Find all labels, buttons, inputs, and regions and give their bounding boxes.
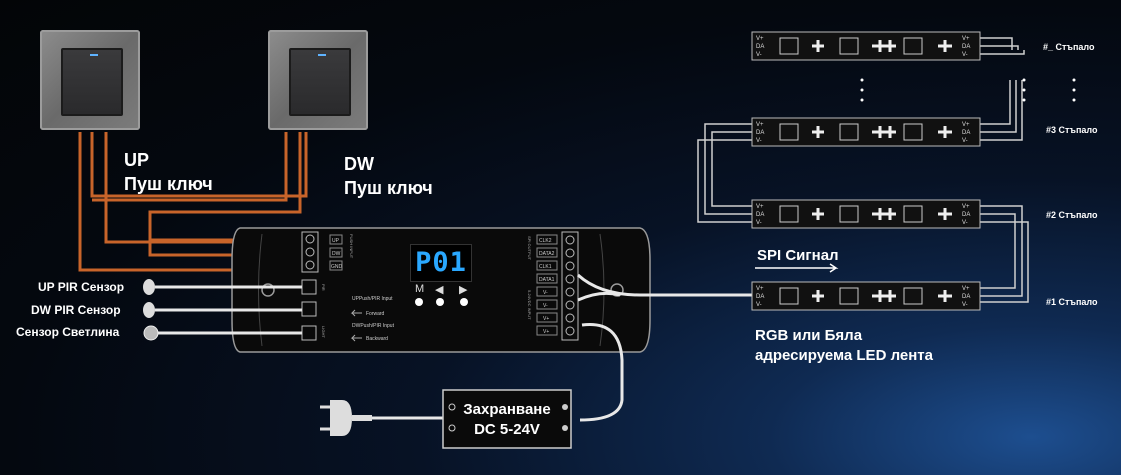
next-button-label: ▶ bbox=[459, 284, 468, 296]
pin-label: V- bbox=[756, 302, 762, 308]
led-strip-label: RGB или Бяла адресируема LED лента bbox=[755, 326, 933, 366]
indicator-led bbox=[90, 54, 98, 56]
controller-note: Backward bbox=[366, 336, 388, 342]
port-label: DATA2 bbox=[539, 251, 555, 257]
pin-label: V- bbox=[756, 138, 762, 144]
port-label: V- bbox=[543, 303, 548, 309]
prev-button[interactable] bbox=[436, 298, 444, 306]
mode-button[interactable] bbox=[415, 298, 423, 306]
next-button[interactable] bbox=[460, 298, 468, 306]
pin-label: DA bbox=[756, 130, 764, 136]
pin-label: V+ bbox=[756, 286, 764, 292]
sensor-label-light: Сензор Светлина bbox=[16, 325, 120, 339]
pin-label: DA bbox=[962, 130, 970, 136]
up-push-switch[interactable] bbox=[40, 30, 140, 130]
spi-signal-label: SPI Сигнал bbox=[757, 247, 839, 264]
step-label-3: #3 Стъпало bbox=[1046, 125, 1098, 135]
up-switch-subtitle: Пуш ключ bbox=[124, 174, 213, 194]
pin-label: V- bbox=[962, 220, 968, 226]
pin-label: DA bbox=[962, 294, 970, 300]
pin-label: V+ bbox=[962, 122, 970, 128]
group-label: PUSH INPUT bbox=[349, 234, 354, 259]
up-switch-label: UP Пуш ключ bbox=[124, 148, 213, 196]
up-switch-title: UP bbox=[124, 150, 150, 170]
controller-buttons bbox=[415, 298, 468, 306]
led-strip-label-line1: RGB или Бяла bbox=[755, 327, 863, 344]
controller-box bbox=[231, 227, 651, 353]
pin-label: V+ bbox=[756, 122, 764, 128]
switch-wires bbox=[78, 132, 316, 272]
mode-button-label: M bbox=[415, 283, 425, 295]
controller-group-labels: PUSH INPUT SPI OUTPUT 5-24VDC INPUT PIR … bbox=[321, 234, 532, 338]
power-supply-title: Захранване bbox=[463, 401, 551, 418]
led-strip-4 bbox=[751, 31, 981, 61]
led-strip-1 bbox=[751, 281, 981, 311]
group-label: LIGHT bbox=[321, 326, 326, 338]
signal-arrow bbox=[755, 263, 839, 273]
port-label: V+ bbox=[543, 316, 549, 322]
pin-label: V+ bbox=[756, 204, 764, 210]
step-label-n: #_ Стъпало bbox=[1043, 42, 1095, 52]
step-label-1: #1 Стъпало bbox=[1046, 297, 1098, 307]
sensor-label-up-pir: UP PIR Сензор bbox=[38, 280, 125, 294]
prev-button-label: ◀ bbox=[435, 284, 444, 296]
step-label-2: #2 Стъпало bbox=[1046, 210, 1098, 220]
pin-label: V+ bbox=[962, 36, 970, 42]
strip-pin-labels: V+ DA V- V+ DA V- V+ DA V- V+ DA V- V+ D… bbox=[756, 36, 970, 308]
controller-note: Forward bbox=[366, 311, 385, 317]
port-label: GND bbox=[331, 264, 343, 270]
sensor-heads bbox=[143, 279, 159, 341]
led-strip-label-line2: адресируема LED лента bbox=[755, 347, 933, 364]
pin-label: V- bbox=[756, 52, 762, 58]
controller-note: DWPush/PIR Input bbox=[352, 323, 395, 329]
dw-switch-label: DW Пуш ключ bbox=[344, 152, 433, 200]
port-label: UP bbox=[332, 238, 340, 244]
ellipsis-dots bbox=[860, 78, 1076, 102]
plug-icon bbox=[320, 400, 372, 436]
led-strip-3 bbox=[751, 117, 981, 147]
power-supply-label: Захранване DC 5-24V bbox=[459, 400, 555, 440]
pin-label: V- bbox=[756, 220, 762, 226]
pin-label: DA bbox=[756, 294, 764, 300]
pin-label: V- bbox=[962, 302, 968, 308]
group-label: SPI OUTPUT bbox=[527, 236, 532, 261]
port-label: CLK2 bbox=[539, 238, 552, 244]
indicator-led bbox=[318, 54, 326, 56]
controller-display: P01 bbox=[410, 244, 472, 282]
controller-port-labels: UP DW GND CLK2 DATA2 CLK1 DATA1 V- V- V+… bbox=[331, 238, 555, 342]
pin-label: V+ bbox=[756, 36, 764, 42]
spi-cable bbox=[576, 273, 752, 302]
pin-label: DA bbox=[962, 44, 970, 50]
led-strip-2 bbox=[751, 199, 981, 229]
sensor-wires bbox=[155, 285, 302, 335]
dw-switch-subtitle: Пуш ключ bbox=[344, 178, 433, 198]
pin-label: V- bbox=[962, 138, 968, 144]
sensor-label-dw-pir: DW PIR Сензор bbox=[31, 303, 121, 317]
switch-rocker bbox=[289, 48, 351, 116]
group-label: 5-24VDC INPUT bbox=[527, 290, 532, 320]
pin-label: DA bbox=[756, 44, 764, 50]
pin-label: V+ bbox=[962, 204, 970, 210]
pin-label: V- bbox=[962, 52, 968, 58]
port-label: V- bbox=[543, 290, 548, 296]
port-label: CLK1 bbox=[539, 264, 552, 270]
power-supply-box bbox=[442, 389, 572, 449]
power-supply-voltage: DC 5-24V bbox=[474, 421, 540, 438]
port-label: V+ bbox=[543, 329, 549, 335]
switch-rocker bbox=[61, 48, 123, 116]
group-label: PIR bbox=[321, 284, 326, 291]
dw-switch-title: DW bbox=[344, 154, 374, 174]
pin-label: DA bbox=[962, 212, 970, 218]
dw-push-switch[interactable] bbox=[268, 30, 368, 130]
pin-label: V+ bbox=[962, 286, 970, 292]
pin-label: DA bbox=[756, 212, 764, 218]
port-label: DATA1 bbox=[539, 277, 555, 283]
port-label: DW bbox=[332, 251, 341, 257]
strip-chain-wires bbox=[697, 37, 1029, 303]
controller-note: UPPush/PIR Input bbox=[352, 296, 393, 302]
